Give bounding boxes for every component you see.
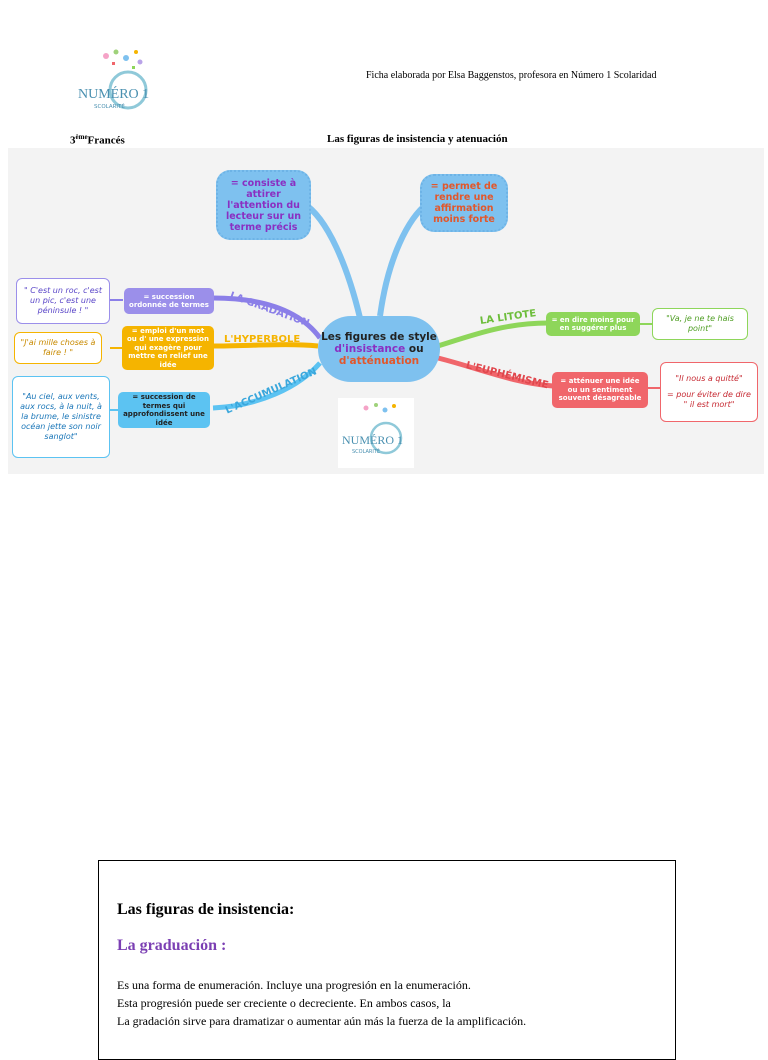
center-attenuation: d'atténuation — [338, 355, 420, 367]
euphemisme-definition: = atténuer une idée ou un sentiment souv… — [552, 372, 648, 408]
grade-sup: ème — [75, 133, 88, 141]
mind-map: = consiste à attirer l'attention du lect… — [8, 148, 764, 474]
mindmap-logo-subtext: SCOLARITÉ — [352, 447, 380, 455]
euphemisme-example-quote: "Il nous a quitté" — [675, 374, 743, 383]
center-insistance: d'insistance — [334, 343, 406, 355]
center-node: Les figures de style d'insistance ou d'a… — [318, 316, 440, 382]
insistance-definition-cloud: = consiste à attirer l'attention du lect… — [216, 170, 311, 240]
graduation-text-line: Es una forma de enumeración. Incluye una… — [117, 978, 471, 992]
gradation-example: " C'est un roc, c'est un pic, c'est une … — [16, 278, 110, 324]
hyperbole-example: "J'ai mille choses à faire ! " — [14, 332, 102, 364]
center-ou: ou — [405, 343, 424, 355]
attenuation-definition-cloud: = permet de rendre une affirmation moins… — [420, 174, 508, 232]
grade-subject: 3èmeFrancés — [70, 133, 125, 147]
document-title: Las figuras de insistencia y atenuación — [327, 133, 508, 145]
litote-definition: = en dire moins pour en suggérer plus — [546, 312, 640, 336]
mindmap-logo: NUMÉRO 1 SCOLARITÉ — [338, 398, 414, 468]
attenuation-definition-text: = permet de rendre une affirmation moins… — [430, 181, 498, 225]
euphemisme-example-explanation: = pour éviter de dire " il est mort" — [667, 390, 751, 409]
mindmap-links — [110, 200, 661, 411]
grade-number: 3 — [70, 134, 76, 147]
explanation-box: Las figuras de insistencia: La graduació… — [98, 860, 676, 1060]
center-line1: Les figures de style — [321, 331, 437, 343]
gradation-definition: = succession ordonnée de termes — [124, 288, 214, 314]
graduation-subtitle: La graduación : — [117, 937, 227, 954]
mindmap-logo-text: NUMÉRO 1 — [342, 433, 403, 447]
graduation-text-line: Esta progresión puede ser creciente o de… — [117, 996, 451, 1010]
logo-text: NUMÉRO 1 — [78, 85, 149, 102]
insistance-section-title: Las figuras de insistencia: — [117, 901, 295, 918]
logo-subtext: SCOLARITÉ — [94, 102, 125, 110]
credit-line: Ficha elaborada por Elsa Baggenstos, pro… — [366, 70, 657, 81]
euphemisme-example: "Il nous a quitté" = pour éviter de dire… — [660, 362, 758, 422]
branch-label-hyperbole: L'HYPERBOLE — [224, 334, 301, 345]
accumulation-definition: = succession de termes qui approfondisse… — [118, 392, 210, 428]
litote-example: "Va, je ne te hais point" — [652, 308, 748, 340]
numero1-logo: NUMÉRO 1 SCOLARITÉ — [76, 46, 160, 116]
insistance-definition-text: = consiste à attirer l'attention du lect… — [225, 177, 301, 233]
accumulation-example: "Au ciel, aux vents, aux rocs, à la nuit… — [12, 376, 110, 458]
grade-subject-name: Francés — [87, 134, 125, 147]
hyperbole-definition: = emploi d'un mot ou d' une expression q… — [122, 326, 214, 370]
graduation-text-line: La gradación sirve para dramatizar o aum… — [117, 1014, 527, 1028]
